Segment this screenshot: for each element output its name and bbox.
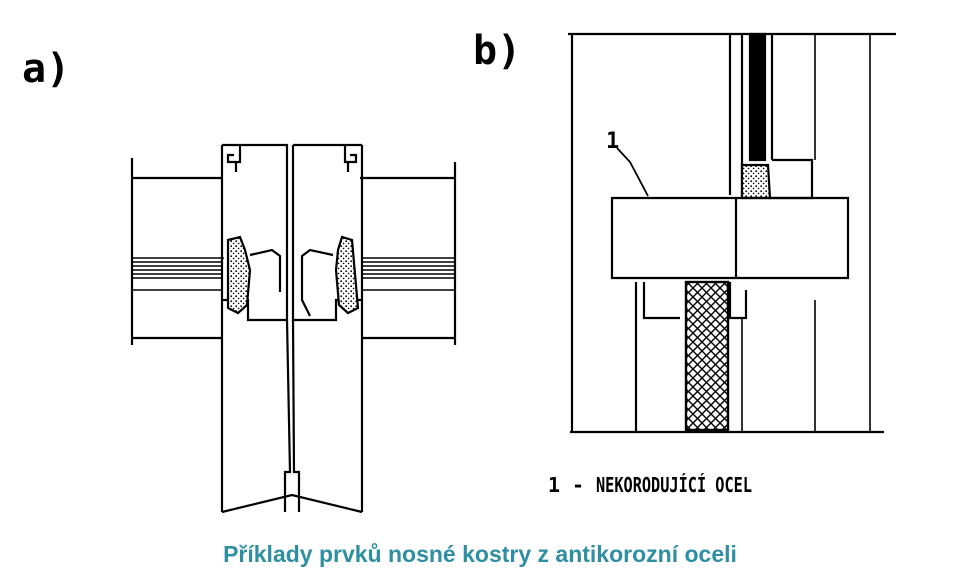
upper-mullion bbox=[728, 32, 814, 200]
callout-number: 1 bbox=[606, 129, 619, 154]
figure-b: b) bbox=[473, 28, 896, 497]
insulation-panel bbox=[684, 280, 730, 432]
legend-text: NEKORODUJÍCÍ OCEL bbox=[596, 473, 752, 497]
steel-profile-left bbox=[220, 143, 292, 512]
gasket-right bbox=[334, 235, 360, 315]
profile-bottom-notch bbox=[221, 493, 363, 514]
lower-section bbox=[634, 282, 748, 432]
slide-caption: Příklady prvků nosné kostry z antikorozn… bbox=[223, 541, 737, 567]
gasket-left bbox=[226, 235, 252, 315]
legend-separator: - bbox=[572, 473, 584, 497]
wall-outline bbox=[130, 158, 457, 345]
glazing-panel-right bbox=[362, 257, 455, 291]
gasket-upper bbox=[740, 163, 772, 200]
wall-section-frame bbox=[568, 32, 896, 434]
figure-b-label: b) bbox=[473, 28, 521, 74]
glazing-panel-left bbox=[132, 257, 224, 291]
stainless-steel-beam bbox=[610, 196, 850, 280]
steel-profile-right bbox=[291, 143, 364, 512]
callout-leader bbox=[616, 147, 649, 197]
legend-number: 1 bbox=[548, 473, 560, 497]
figure-a: a) bbox=[22, 46, 457, 514]
figure-a-label: a) bbox=[22, 46, 70, 92]
